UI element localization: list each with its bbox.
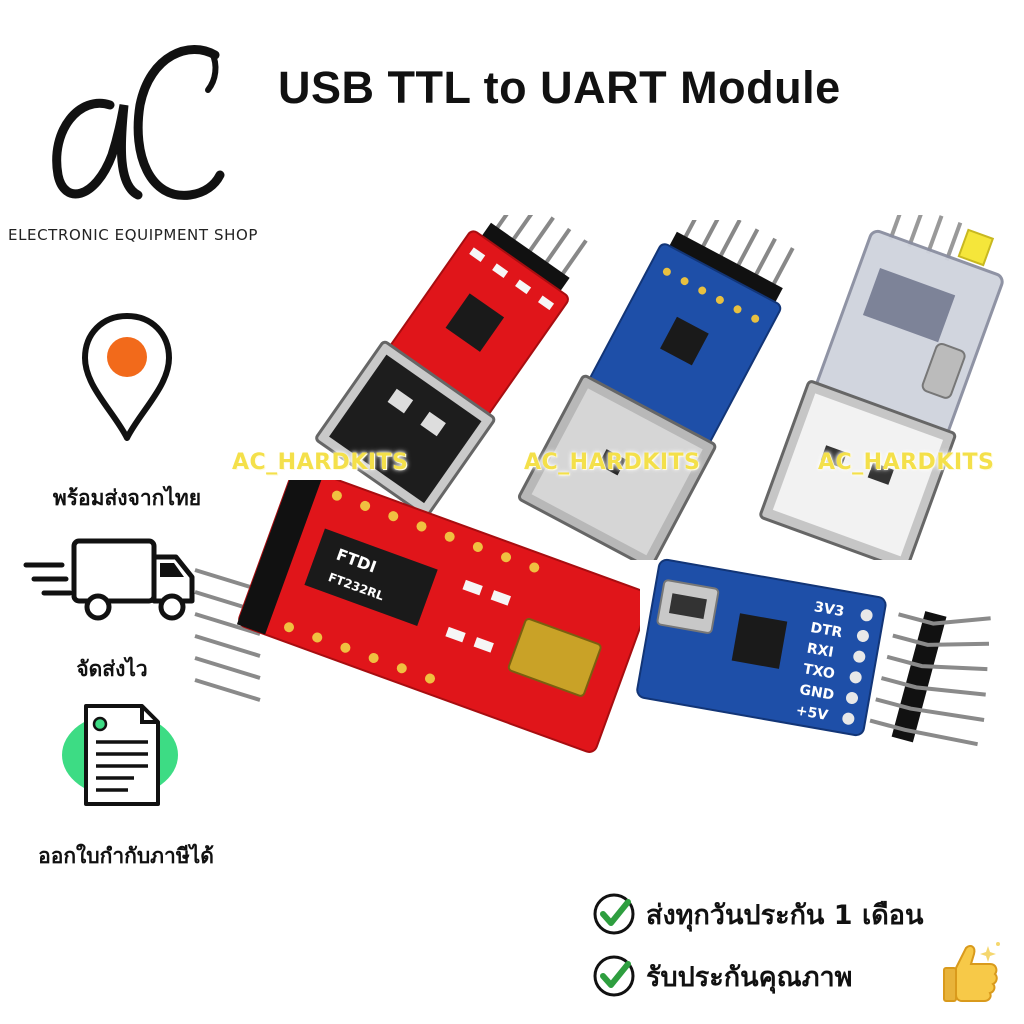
feature-label-fast-delivery: จัดส่งไว <box>76 657 148 681</box>
benefit-text: รับประกันคุณภาพ <box>646 961 853 993</box>
pin-label-5v: +5V <box>795 703 830 724</box>
pin-label-gnd: GND <box>798 682 835 704</box>
red-ftdi-ft232rl-module: FTDI FT232RL <box>194 480 640 753</box>
check-circle-icon <box>593 893 635 935</box>
pin-label-rxi: RXI <box>806 641 835 661</box>
page-title: USB TTL to UART Module <box>278 62 841 113</box>
feature-label-ship-from-thailand: พร้อมส่งจากไทย <box>52 486 202 510</box>
watermark-center: AC_HARDKITS <box>524 450 701 475</box>
location-pin-icon <box>82 313 172 441</box>
invoice-document-icon <box>62 704 178 806</box>
pin-header <box>869 611 991 747</box>
shop-logo <box>52 44 225 200</box>
check-circle-icon <box>593 955 635 997</box>
pin-label-txo: TXO <box>802 661 836 682</box>
shop-tagline: ELECTRONIC EQUIPMENT SHOP <box>8 226 259 244</box>
blue-usb-stick-module <box>517 220 795 560</box>
benefit-text: ส่งทุกวันประกัน 1 เดือน <box>646 899 924 931</box>
red-usb-stick-module <box>315 215 588 517</box>
thumbs-up-icon <box>943 942 1000 1002</box>
benefit-row-quality-guarantee: รับประกันคุณภาพ <box>592 954 852 998</box>
watermark-left: AC_HARDKITS <box>232 450 409 475</box>
pin-label-3v3: 3V3 <box>813 599 846 620</box>
clear-usb-stick-module <box>759 215 1004 560</box>
benefit-row-daily-shipping: ส่งทุกวันประกัน 1 เดือน <box>592 892 923 936</box>
feature-label-tax-invoice: ออกใบกำกับภาษีได้ <box>38 844 214 868</box>
delivery-truck-icon <box>23 538 195 621</box>
watermark-right: AC_HARDKITS <box>818 450 995 475</box>
pin-label-dtr: DTR <box>809 620 843 641</box>
blue-cp2102-micro-usb-module: 3V3 DTR RXI TXO GND +5V <box>636 558 887 737</box>
